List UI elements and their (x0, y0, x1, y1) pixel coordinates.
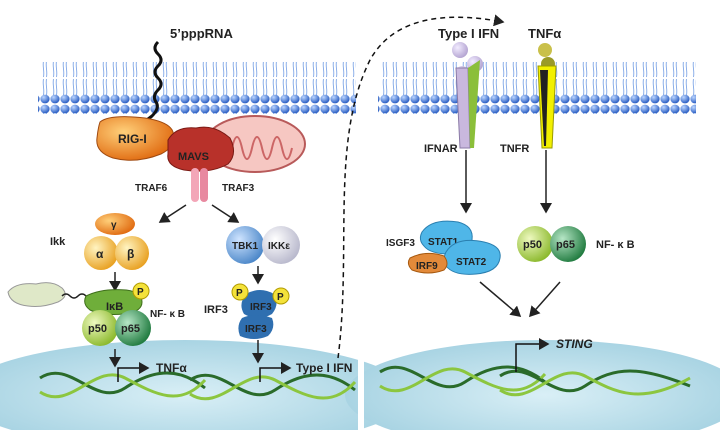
alpha-label: α (96, 247, 104, 261)
rna-strand-icon (138, 40, 163, 128)
p50-label-left: p50 (88, 323, 107, 335)
rna-label: 5’pppRNA (170, 26, 233, 41)
tbk1-label: TBK1 (232, 241, 259, 252)
tnfa-output-label: TNFα (156, 361, 187, 375)
ubiquitin-linker (61, 293, 87, 299)
irf3-upper (241, 290, 277, 318)
traf3-label: TRAF3 (222, 183, 255, 194)
panel-divider (358, 330, 364, 430)
ikk-label: Ikk (50, 236, 66, 248)
ifnar-label: IFNAR (424, 143, 458, 155)
beta-label: β (127, 247, 134, 261)
ikb-label: IκB (106, 301, 123, 313)
p50-left (82, 310, 118, 346)
ikke-protein (262, 226, 300, 264)
stat1-label: STAT1 (428, 237, 459, 248)
phosphate-label-irf3a: P (236, 288, 243, 299)
promoter-arrow-tnfa (117, 362, 150, 382)
dna-helix-icon (379, 365, 547, 393)
rigi-label: RIG-I (118, 132, 147, 146)
arrow-traf3-tbk1 (211, 204, 240, 223)
nucleus-right (345, 340, 720, 435)
mavs-label: MAVS (178, 151, 209, 163)
irf3-lower-label: IRF3 (245, 324, 267, 335)
ikk-alpha (84, 236, 118, 270)
ikke-label: IKKε (268, 241, 290, 252)
isgf3-label: ISGF3 (386, 238, 415, 249)
arrow-traf6-ikk (158, 204, 187, 223)
p65-left (115, 310, 151, 346)
ifn-ligand (452, 42, 468, 58)
phosphate-label-ikb: P (137, 287, 144, 298)
p65-label-right: p65 (556, 239, 575, 251)
phosphate-icon (272, 287, 290, 305)
ifnar-receptor (455, 60, 480, 149)
phosphate-icon (231, 283, 249, 301)
secretion-dashed-arrow (337, 14, 505, 359)
irf3-lower (238, 315, 274, 339)
ikb-protein (84, 289, 143, 315)
gamma-label: γ (111, 220, 117, 231)
arrow-isgf3-sting (479, 281, 522, 317)
irf9-label: IRF9 (416, 261, 438, 272)
dna-helix-icon (39, 371, 207, 399)
mavs-protein (167, 126, 234, 172)
p50-right (517, 226, 553, 262)
tnfr-receptor (537, 65, 557, 149)
p65-label-left: p65 (121, 323, 140, 335)
promoter-arrow-sting (515, 338, 550, 372)
arrow-nfkb-sting (529, 281, 561, 318)
irf3-upper-label: IRF3 (250, 302, 272, 313)
ubiquitin-chain (7, 282, 66, 307)
nfkb-label-left: NF- κ B (150, 309, 185, 320)
phosphate-icon (132, 282, 150, 300)
phosphate-label-irf3b: P (277, 292, 284, 303)
p50-label-right: p50 (523, 239, 542, 251)
type1-ifn-top-label: Type I IFN (438, 26, 499, 41)
tnfr-label: TNFR (500, 143, 529, 155)
dna-helix-icon (189, 373, 357, 401)
rigi-protein (96, 116, 175, 161)
dna-helix-icon (499, 369, 691, 397)
membrane-right (378, 62, 696, 114)
tnfa-ligand (538, 43, 552, 57)
type1-output-label: Type I IFN (296, 361, 352, 375)
p65-right (550, 226, 586, 262)
ikk-beta (115, 236, 149, 270)
membrane-left (38, 62, 356, 114)
tbk1-protein (226, 226, 264, 264)
traf-dimer (191, 168, 208, 202)
promoter-arrow-ifn (259, 362, 292, 382)
tnfa-top-label: TNFα (528, 26, 561, 41)
sting-label: STING (556, 337, 593, 351)
ikk-gamma (95, 213, 135, 235)
irf3-side-label: IRF3 (204, 304, 228, 316)
nfkb-label-right: NF- κ B (596, 239, 635, 251)
irf9-protein (407, 252, 448, 274)
traf6-label: TRAF6 (135, 183, 168, 194)
stat2-label: STAT2 (456, 257, 487, 268)
